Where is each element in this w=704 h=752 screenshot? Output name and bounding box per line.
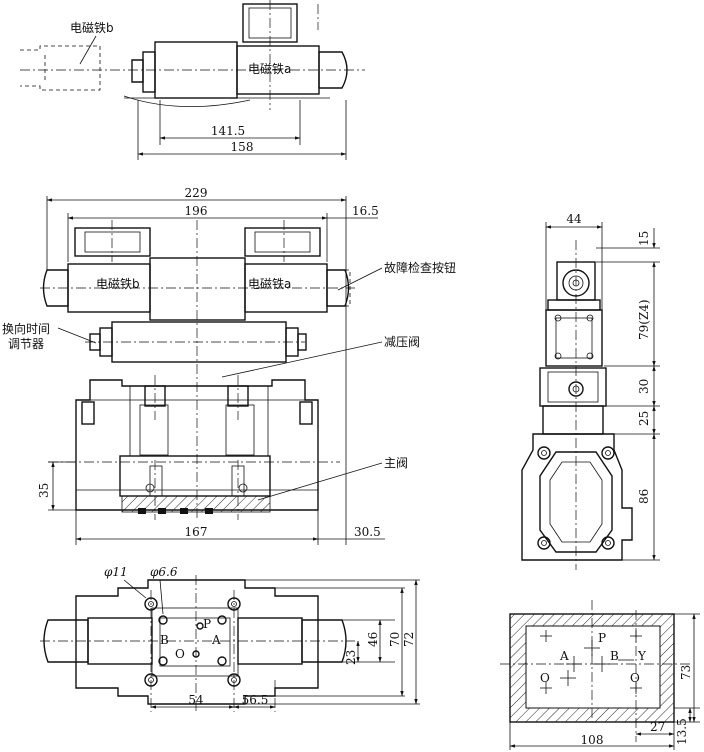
label-solenoid-b-top: 电磁铁b — [70, 20, 114, 35]
label-timer-1: 换向时间 — [2, 321, 50, 336]
dim-141 — [159, 100, 301, 145]
dim-158-label: 158 — [231, 140, 254, 154]
dim-108-label: 108 — [581, 733, 604, 747]
dim-44-label: 44 — [566, 212, 582, 226]
dim-25-label: 25 — [637, 411, 651, 426]
dim-86-label: 86 — [637, 489, 651, 504]
dim-side-chain — [596, 228, 660, 561]
dim-16-label: 16.5 — [352, 204, 379, 218]
dim-141-label: 141.5 — [211, 124, 245, 138]
dim-54-label: 54 — [188, 693, 204, 707]
front-view — [40, 220, 355, 520]
dim-196-label: 196 — [185, 204, 208, 218]
dim-44 — [545, 222, 603, 310]
dim-158 — [137, 100, 347, 160]
port-O-plate-left: O — [540, 671, 550, 685]
dim-196 — [67, 213, 378, 262]
dim-73-label: 73 — [679, 665, 693, 680]
label-solenoid-b: 电磁铁b — [96, 276, 140, 291]
dim-79-label: 79(Z4) — [637, 299, 651, 340]
port-P-plate: P — [598, 631, 606, 645]
dim-46-label: 46 — [366, 632, 380, 647]
dim-35-label: 35 — [37, 483, 51, 498]
label-phi66: φ6.6 — [150, 565, 178, 579]
label-phi11: φ11 — [104, 565, 128, 579]
leader — [79, 35, 97, 65]
side-view — [521, 240, 633, 570]
port-Y-plate: Y — [637, 649, 647, 663]
leader — [221, 341, 383, 378]
dim-30b-label: 30.5 — [354, 525, 381, 539]
dim-167-label: 167 — [185, 525, 208, 539]
port-A-bottom: A — [211, 633, 221, 647]
port-B-plate: B — [610, 649, 619, 663]
dim-30-label: 30 — [637, 379, 651, 394]
port-P-bottom: P — [203, 617, 211, 631]
port-O-bottom: O — [175, 647, 185, 661]
leader — [57, 327, 97, 344]
label-reducing-valve: 减压阀 — [384, 335, 420, 349]
dim-167 — [75, 510, 385, 545]
bottom-view — [40, 575, 355, 712]
mounting-plate — [500, 600, 690, 742]
label-timer-2: 调节器 — [8, 337, 44, 351]
dim-229 — [46, 196, 347, 545]
leader — [159, 579, 164, 615]
label-main-valve: 主阀 — [384, 456, 408, 470]
leader — [123, 579, 147, 599]
dim-70-label: 70 — [388, 632, 402, 647]
dim-27-label: 27 — [650, 720, 665, 734]
top-view — [20, 0, 365, 110]
dim-bottom-vert — [245, 579, 420, 705]
label-fault-button: 故障检查按钮 — [384, 260, 456, 275]
port-O-plate-right: O — [630, 671, 640, 685]
leader — [337, 267, 383, 291]
dim-plate — [509, 613, 700, 750]
port-A-plate: A — [559, 649, 569, 663]
label-solenoid-a-top: 电磁铁a — [248, 61, 291, 76]
dim-15-label: 15 — [637, 231, 651, 246]
dim-35 — [48, 461, 76, 511]
dim-23-label: 23 — [344, 650, 358, 665]
port-B-bottom: B — [160, 633, 169, 647]
dim-13-label: 13.5 — [675, 718, 689, 745]
dim-56-label: 56.5 — [242, 693, 269, 707]
dim-229-label: 229 — [185, 186, 208, 200]
leader — [257, 462, 383, 501]
dim-72-label: 72 — [402, 632, 416, 647]
label-solenoid-a: 电磁铁a — [248, 276, 291, 291]
